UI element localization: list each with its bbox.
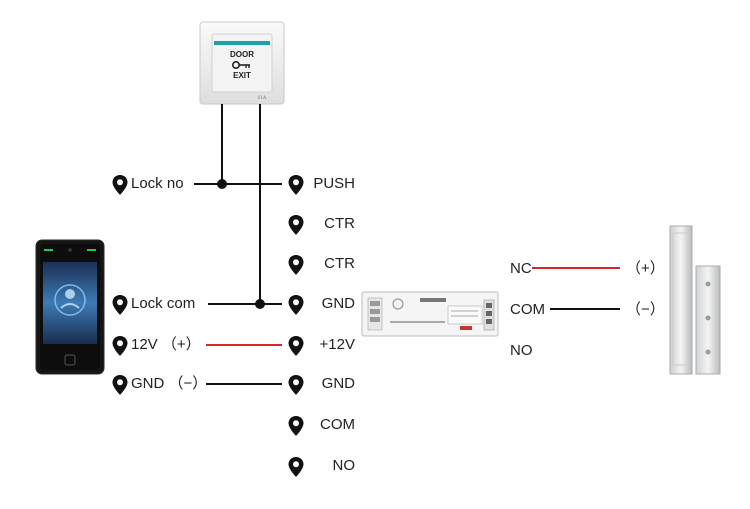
location-pin-icon [288, 215, 304, 235]
exit-button-line2: EXIT [233, 71, 251, 80]
location-pin-icon [288, 457, 304, 477]
relay-terminal-no: NO [510, 342, 533, 359]
lock-terminal-negative: （−） [626, 301, 665, 318]
location-pin-icon [288, 295, 304, 315]
controller-terminal-gnd-1: GND [321, 295, 355, 312]
location-pin-icon [112, 175, 128, 195]
location-pin-icon [288, 175, 304, 195]
exit-button-line1: DOOR [230, 50, 254, 59]
location-pin-icon [112, 336, 128, 356]
location-pin-icon [112, 375, 128, 395]
controller-terminal-12v: +12V [319, 336, 355, 353]
wires [194, 104, 620, 385]
magnetic-lock-device [669, 225, 721, 375]
exit-button-device: DOOR EXIT S1A [199, 21, 285, 105]
location-pin-icon [288, 255, 304, 275]
controller-terminal-push: PUSH [313, 175, 355, 192]
controller-terminal-ctr-2: CTR [324, 255, 355, 272]
location-pin-icon [288, 336, 304, 356]
controller-terminal-com: COM [320, 416, 355, 433]
controller-terminal-gnd-2: GND [321, 375, 355, 392]
left-terminal-gnd: GND （−） [131, 375, 208, 392]
location-pin-icon [112, 295, 128, 315]
controller-board [361, 291, 499, 337]
exit-button-brand: S1A [258, 96, 267, 101]
location-pin-icon [288, 375, 304, 395]
face-terminal-device [35, 239, 105, 375]
location-pin-icon [288, 416, 304, 436]
left-terminal-lock-no: Lock no [131, 175, 184, 192]
lock-terminal-positive: （+） [626, 260, 665, 277]
left-terminal-12v: 12V （+） [131, 336, 201, 353]
controller-terminal-ctr-1: CTR [324, 215, 355, 232]
key-icon [232, 60, 250, 69]
left-terminal-lock-com: Lock com [131, 295, 196, 312]
controller-terminal-no: NO [332, 457, 356, 474]
relay-terminal-com: COM [510, 301, 545, 318]
relay-terminal-nc: NC [510, 260, 532, 277]
